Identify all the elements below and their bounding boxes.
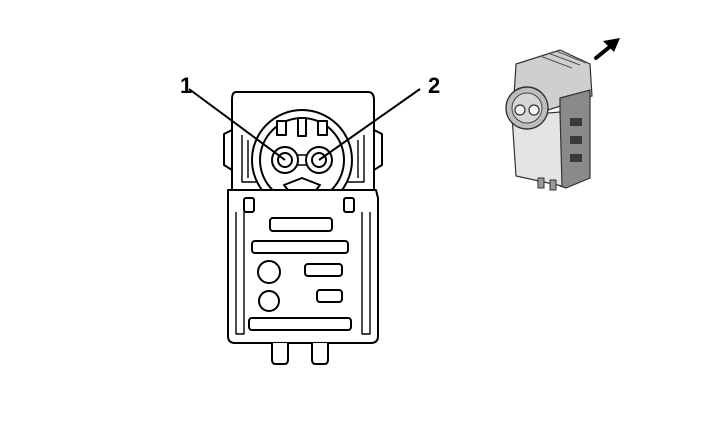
body-slot-right-upper	[304, 263, 343, 277]
body-slot-wide	[251, 240, 349, 254]
body-left-rail	[235, 212, 245, 335]
body-right-rail	[361, 212, 371, 335]
callout-1: 1	[180, 73, 286, 161]
connector-3d-thumbnail	[505, 49, 593, 191]
socket-key-left	[276, 120, 287, 136]
thumb-cavity-1	[514, 104, 526, 116]
body-slot-right-lower	[316, 289, 343, 303]
contact-cavity-1	[271, 146, 299, 174]
callout-1-leader	[188, 88, 286, 161]
wire-exit-right	[311, 343, 329, 365]
latch-tab-left	[243, 197, 255, 213]
callout-1-label: 1	[180, 73, 192, 98]
thumb-side-slot-3	[570, 154, 582, 162]
arrow-up-right-icon	[594, 38, 620, 60]
callout-2-leader	[318, 88, 421, 161]
thumb-side-slot-1	[570, 118, 582, 126]
hood-right-shoulder	[373, 129, 383, 171]
wire-exit-left	[271, 343, 289, 365]
thumb-hood-ribs	[539, 50, 587, 69]
connector-front-view	[223, 91, 383, 365]
hood-left-shoulder	[223, 129, 233, 171]
thumb-wire-post-1	[537, 177, 545, 189]
body-slot-bottom	[248, 317, 352, 331]
contact-cavity-2	[305, 146, 333, 174]
socket-key-right	[317, 120, 328, 136]
cavity-bridge	[298, 154, 306, 166]
latch-tab-right	[343, 197, 355, 213]
body-slot-top	[269, 217, 333, 232]
connector-body	[227, 189, 379, 344]
body-round-port-top	[257, 260, 281, 284]
socket-key-center	[297, 117, 307, 137]
callout-2-label: 2	[428, 73, 440, 98]
callout-2: 2	[318, 73, 440, 161]
thumb-wire-post-2	[549, 179, 557, 191]
thumb-cavity-2	[528, 104, 540, 116]
body-round-port-bottom	[258, 290, 280, 312]
thumb-side-slot-2	[570, 136, 582, 144]
